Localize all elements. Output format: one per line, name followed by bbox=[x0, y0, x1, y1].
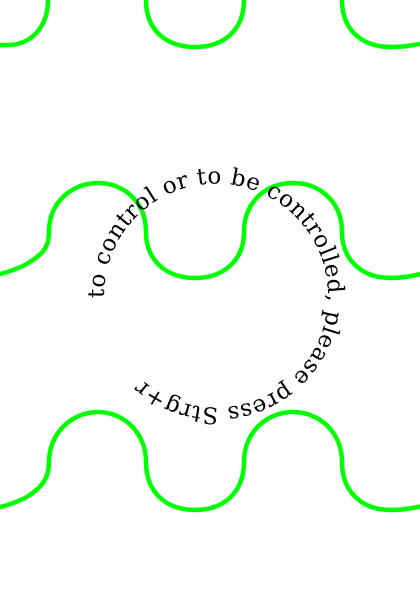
circular-text-path: to control or to be controlled, please p… bbox=[84, 164, 348, 428]
circular-text: to control or to be controlled, please p… bbox=[84, 164, 348, 428]
bottom-wave-line bbox=[0, 409, 420, 513]
middle-wave-line bbox=[0, 180, 420, 281]
top-wave-line bbox=[0, 0, 420, 50]
